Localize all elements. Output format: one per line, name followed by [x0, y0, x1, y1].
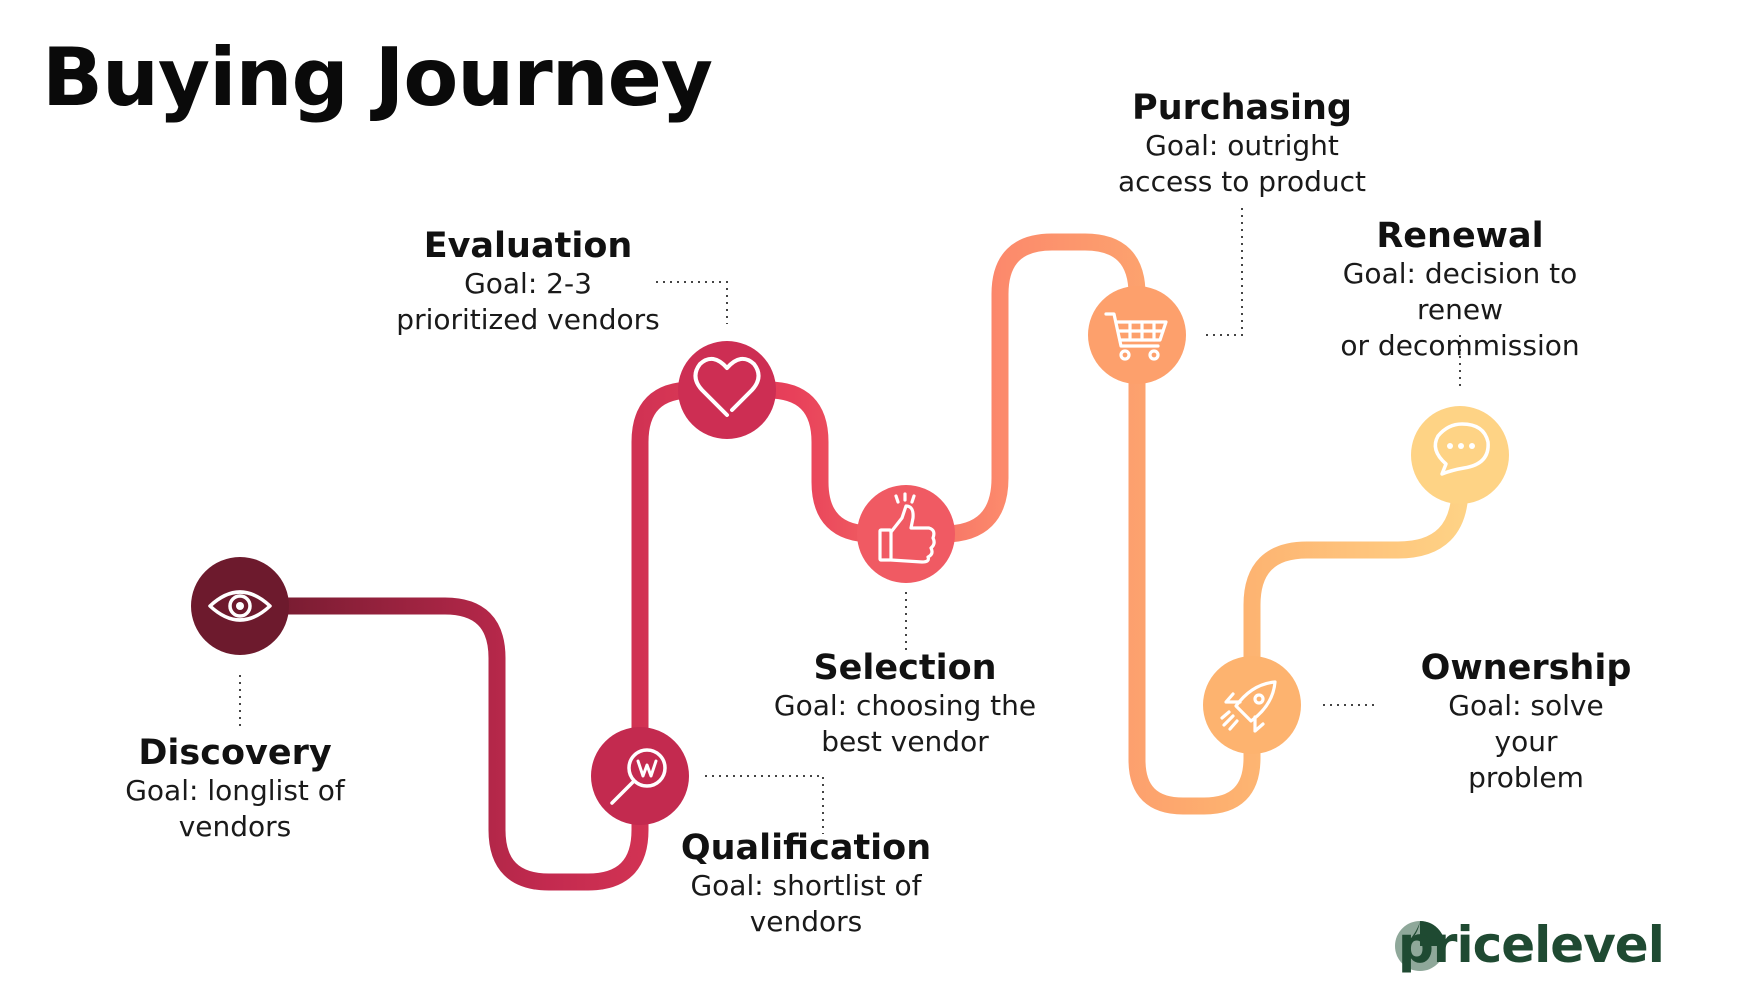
purchasing-connector: [1203, 208, 1243, 336]
stage-discovery: Discovery Goal: longlist of vendors: [125, 733, 345, 845]
stage-goal: Goal: choosing the best vendor: [773, 689, 1037, 759]
qualification-connector: [705, 775, 824, 834]
stage-selection: Selection Goal: choosing the best vendor: [774, 648, 1036, 760]
chat-bubble-icon: [1433, 422, 1490, 476]
cart-icon: [1104, 312, 1168, 361]
discovery-node: [191, 557, 289, 655]
stage-name: Qualification: [680, 828, 932, 868]
magnifier-w-icon: [610, 748, 667, 805]
thumbs-up-icon: [878, 492, 936, 564]
eye-icon: [208, 590, 272, 622]
stage-name: Discovery: [138, 733, 332, 773]
stage-goal: Goal: outright access to product: [1118, 129, 1366, 199]
brand-logo-text: pricelevel: [1398, 916, 1665, 974]
stage-name: Purchasing: [1132, 88, 1352, 128]
stage-circles: [191, 286, 1509, 825]
purchasing-node: [1088, 286, 1186, 384]
heart-icon: [693, 356, 761, 417]
stage-purchasing: Purchasing Goal: outright access to prod…: [1118, 88, 1366, 200]
stage-renewal: Renewal Goal: decision to renew or decom…: [1316, 216, 1604, 364]
stage-evaluation: Evaluation Goal: 2-3 prioritized vendors: [396, 226, 659, 338]
stage-goal: Goal: 2-3 prioritized vendors: [396, 267, 660, 337]
qualification-node: [591, 727, 689, 825]
stage-qualification: Qualification Goal: shortlist of vendors: [681, 828, 931, 940]
connector-lines: [239, 208, 1461, 834]
stage-name: Selection: [813, 648, 997, 688]
journey-path: [231, 233, 1469, 891]
page-title: Buying Journey: [42, 31, 713, 124]
ownership-node: [1203, 656, 1301, 754]
stage-name: Evaluation: [423, 226, 633, 266]
selection-node: [857, 485, 955, 583]
stage-ownership: Ownership Goal: solve your problem: [1415, 648, 1637, 796]
evaluation-node: [678, 341, 776, 439]
stage-goal: Goal: longlist of vendors: [125, 774, 345, 844]
rocket-icon: [1220, 680, 1277, 733]
stage-goal: Goal: shortlist of vendors: [690, 869, 922, 939]
stage-goal: Goal: solve your problem: [1448, 689, 1604, 795]
stage-name: Renewal: [1376, 216, 1544, 256]
brand-logo-icon: [1395, 921, 1445, 971]
renewal-node: [1411, 406, 1509, 504]
stage-goal: Goal: decision to renew or decommission: [1340, 257, 1580, 363]
evaluation-connector: [656, 281, 728, 324]
stage-name: Ownership: [1420, 648, 1632, 688]
